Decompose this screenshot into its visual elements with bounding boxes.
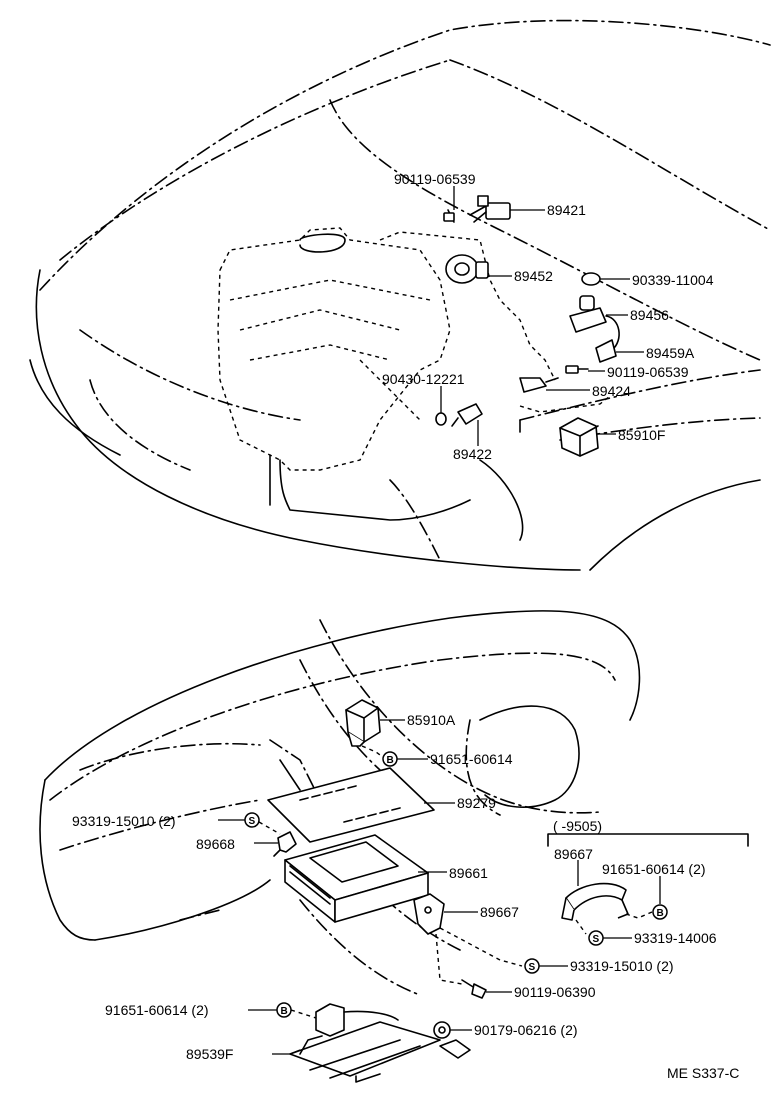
label-89668: 89668 xyxy=(196,836,235,852)
label-90119-06390: 90119-06390 xyxy=(514,984,596,1000)
label-85910A: 85910A xyxy=(407,712,456,728)
part-89424-sensor xyxy=(519,377,559,393)
inset-variant-box xyxy=(547,833,749,935)
part-89667-bracket xyxy=(413,893,445,935)
part-90430-12221-gasket xyxy=(435,412,447,426)
label-89279: 89279 xyxy=(457,795,496,811)
reference-code: ME S337-C xyxy=(667,1065,739,1081)
bolt-b-symbol-top: B xyxy=(382,751,398,767)
part-89539F-wire-bracket xyxy=(289,1003,471,1083)
bolt-b-symbol-bottom: B xyxy=(276,1002,292,1018)
label-89667: 89667 xyxy=(480,904,519,920)
svg-text:S: S xyxy=(529,962,536,973)
screw-s-symbol-right: S xyxy=(524,958,540,974)
label-93319-14006: 93319-14006 xyxy=(634,930,717,946)
label-93319-15010-right: 93319-15010 (2) xyxy=(570,958,674,974)
label-89459A: 89459A xyxy=(646,345,695,361)
engine-bay-outline xyxy=(29,19,771,571)
part-85910A-relay xyxy=(345,699,381,747)
label-93319-15010-left: 93319-15010 (2) xyxy=(72,813,176,829)
label-89667-inset: 89667 xyxy=(554,846,593,862)
label-89452: 89452 xyxy=(514,268,553,284)
label-89421: 89421 xyxy=(547,202,586,218)
label-90339-11004: 90339-11004 xyxy=(632,272,714,288)
label-85910F: 85910F xyxy=(618,427,665,443)
label-90119-06539-top: 90119-06539 xyxy=(394,171,476,187)
label-90179-06216: 90179-06216 (2) xyxy=(474,1022,578,1038)
svg-text:B: B xyxy=(387,755,394,766)
label-90119-06539-mid: 90119-06539 xyxy=(607,364,689,380)
label-91651-60614: 91651-60614 xyxy=(430,751,513,767)
label-89661: 89661 xyxy=(449,865,488,881)
bolt-90119-06390-icon xyxy=(461,979,487,999)
label-90430-12221: 90430-12221 xyxy=(382,371,465,387)
part-89459A-bracket xyxy=(595,339,617,363)
label-range-9505: ( -9505) xyxy=(553,818,602,834)
part-89279-label-sheet xyxy=(267,767,435,843)
label-89456: 89456 xyxy=(630,307,669,323)
part-89661-ecu xyxy=(284,834,429,923)
label-89424: 89424 xyxy=(592,383,631,399)
part-89452-throttle-position-sensor xyxy=(445,254,489,284)
svg-text:B: B xyxy=(281,1006,288,1017)
label-89539F: 89539F xyxy=(186,1046,233,1062)
svg-text:S: S xyxy=(249,816,256,827)
label-89422: 89422 xyxy=(453,446,492,462)
svg-text:B: B xyxy=(657,908,664,919)
bolt-90119-06539-top-icon xyxy=(443,209,455,223)
svg-text:S: S xyxy=(593,934,600,945)
part-90339-11004-cap xyxy=(581,272,601,286)
screw-s-symbol-left: S xyxy=(244,812,260,828)
bolt-90119-06539-mid-icon xyxy=(565,365,589,374)
clip-90179-06216-icon xyxy=(433,1021,451,1039)
part-85910F-relay xyxy=(559,417,599,457)
part-89668-bracket xyxy=(273,831,297,857)
part-89456-vsv xyxy=(569,295,620,351)
upper-leader-lines xyxy=(440,186,644,446)
part-89421-sensor xyxy=(469,195,511,223)
part-89422-sensor xyxy=(451,403,483,427)
bolt-b-symbol-inset: B xyxy=(652,904,668,920)
label-91651-60614-2-left: 91651-60614 (2) xyxy=(105,1002,209,1018)
screw-s-symbol-inset: S xyxy=(588,930,604,946)
label-91651-60614-2-right: 91651-60614 (2) xyxy=(602,861,706,877)
